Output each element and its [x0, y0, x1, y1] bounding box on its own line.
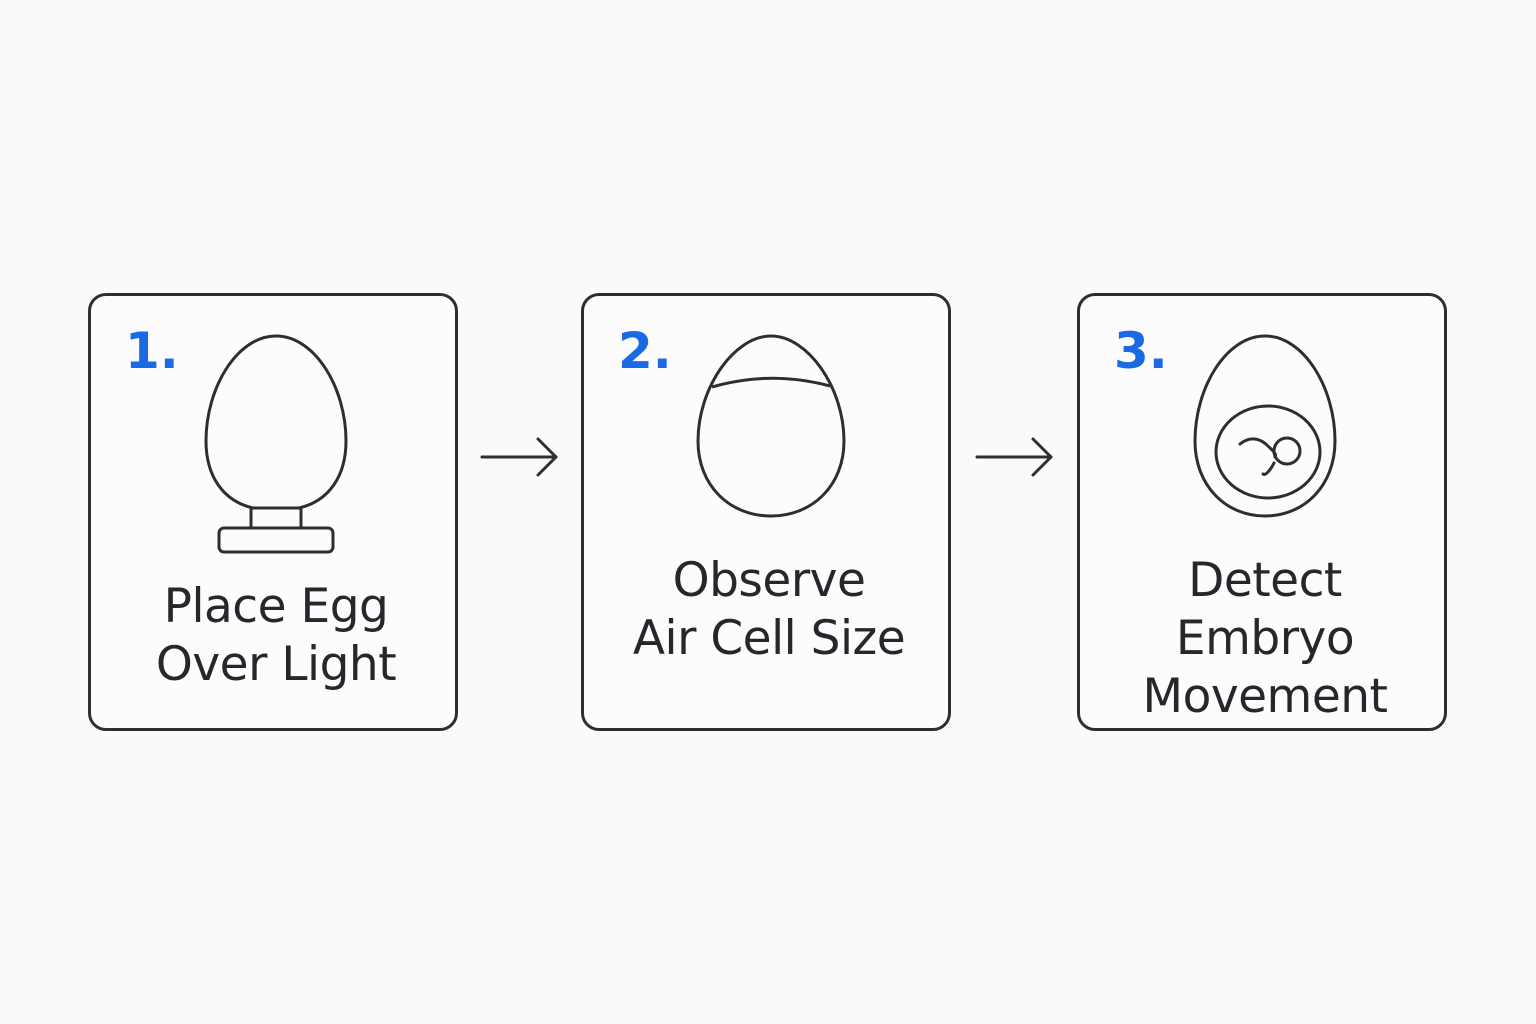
step-label-line: Over Light: [155, 637, 397, 692]
step-card-1: 1. Place Egg Over Light: [88, 293, 458, 731]
step-number: 3.: [1114, 322, 1168, 380]
step-label-line: Embryo: [1175, 611, 1355, 666]
step-label: Detect Embryo Movement: [1080, 552, 1450, 726]
step-label-line: Observe: [672, 553, 866, 608]
step-card-3: 3. Detect Embryo Movement: [1077, 293, 1447, 731]
egg-air-cell-icon: [696, 334, 846, 518]
step-label: Observe Air Cell Size: [584, 552, 954, 668]
step-label: Place Egg Over Light: [91, 578, 461, 694]
step-card-2: 2. Observe Air Cell Size: [581, 293, 951, 731]
step-number: 1.: [125, 322, 179, 380]
step-label-line: Movement: [1142, 669, 1388, 724]
step-number: 2.: [618, 322, 672, 380]
right-arrow-icon: [975, 437, 1053, 477]
step-label-line: Detect: [1188, 553, 1342, 608]
step-label-line: Air Cell Size: [632, 611, 906, 666]
egg-embryo-icon: [1193, 334, 1337, 518]
egg-on-light-stand-icon: [204, 334, 348, 554]
right-arrow-icon: [480, 437, 558, 477]
step-label-line: Place Egg: [163, 579, 389, 634]
